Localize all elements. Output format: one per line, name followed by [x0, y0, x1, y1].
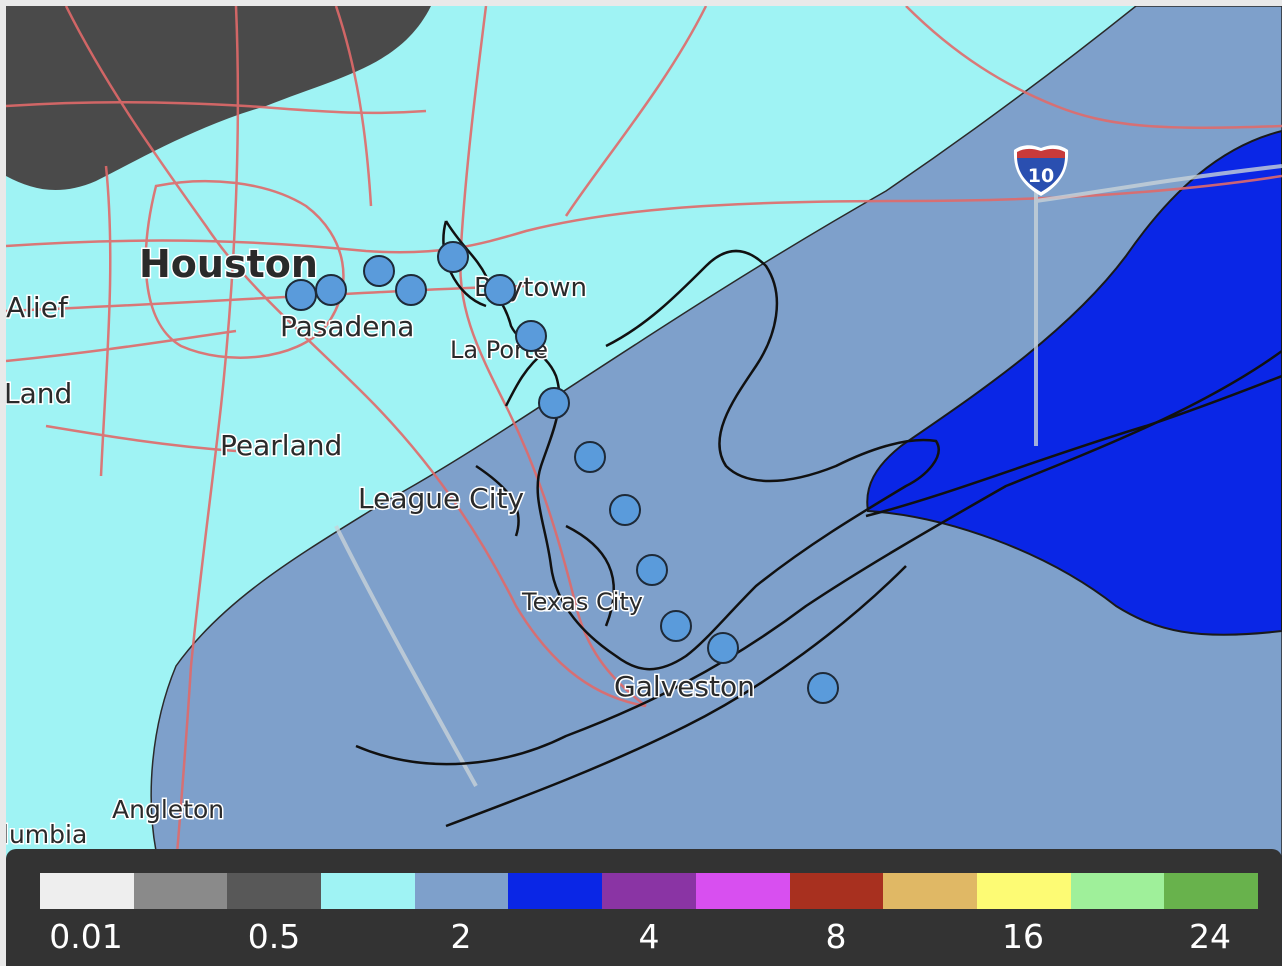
observation-marker[interactable] — [515, 320, 547, 352]
precipitation-map[interactable]: 10 Houston Alief Pasadena Baytown La Por… — [6, 6, 1282, 966]
interstate-shield-number: 10 — [1028, 165, 1054, 187]
legend-swatch — [414, 873, 509, 909]
observation-marker[interactable] — [363, 255, 395, 287]
interstate-shield-icon: 10 — [1013, 145, 1069, 196]
legend-swatch — [321, 873, 415, 909]
legend-swatch — [976, 873, 1071, 909]
observation-marker[interactable] — [636, 554, 668, 586]
city-label-columbia: lumbia — [6, 820, 87, 849]
inner-zone — [866, 129, 1282, 636]
city-label-pasadena: Pasadena — [280, 310, 414, 343]
map-view[interactable]: 10 Houston Alief Pasadena Baytown La Por… — [6, 6, 1282, 966]
city-label-galveston: Galveston — [614, 670, 755, 703]
observation-marker[interactable] — [484, 274, 516, 306]
precipitation-legend: 0.01 0.5 2 4 8 16 24 — [6, 849, 1282, 966]
city-label-angleton: Angleton — [112, 795, 224, 824]
legend-swatch — [695, 873, 790, 909]
dark-land-area — [6, 6, 431, 191]
legend-swatch — [789, 873, 884, 909]
observation-marker[interactable] — [574, 441, 606, 473]
mid-zone — [6, 6, 1282, 966]
legend-swatch — [883, 873, 977, 909]
observation-marker[interactable] — [395, 274, 427, 306]
observation-markers[interactable] — [285, 241, 839, 704]
city-label-sugarland: Land — [6, 377, 72, 410]
observation-marker[interactable] — [538, 387, 570, 419]
legend-swatch — [602, 873, 696, 909]
legend-color-bar — [40, 873, 1258, 909]
city-label-texascity: Texas City — [521, 588, 643, 616]
legend-tick-label: 16 — [1002, 917, 1044, 956]
city-label-alief: Alief — [6, 291, 69, 324]
city-label-pearland: Pearland — [220, 429, 342, 462]
coastline — [355, 220, 1282, 828]
observation-marker[interactable] — [437, 241, 469, 273]
legend-swatch — [40, 873, 134, 909]
legend-swatch — [227, 873, 322, 909]
observation-marker[interactable] — [807, 672, 839, 704]
legend-tick-label: 2 — [450, 917, 472, 956]
legend-swatch — [508, 873, 603, 909]
legend-tick-label: 0.01 — [49, 917, 123, 956]
city-label-leaguecity: League City — [358, 482, 524, 515]
observation-marker[interactable] — [707, 632, 739, 664]
observation-marker[interactable] — [285, 279, 317, 311]
observation-marker[interactable] — [609, 494, 641, 526]
legend-tick-label: 8 — [825, 917, 847, 956]
legend-swatch — [133, 873, 228, 909]
highway-grey — [334, 164, 1282, 787]
legend-swatch — [1070, 873, 1165, 909]
city-label-houston: Houston — [139, 242, 318, 286]
legend-tick-label: 4 — [638, 917, 660, 956]
legend-tick-label: 0.5 — [247, 917, 301, 956]
legend-tick-label: 24 — [1189, 917, 1231, 956]
observation-marker[interactable] — [315, 274, 347, 306]
observation-marker[interactable] — [660, 610, 692, 642]
legend-swatch — [1164, 873, 1258, 909]
